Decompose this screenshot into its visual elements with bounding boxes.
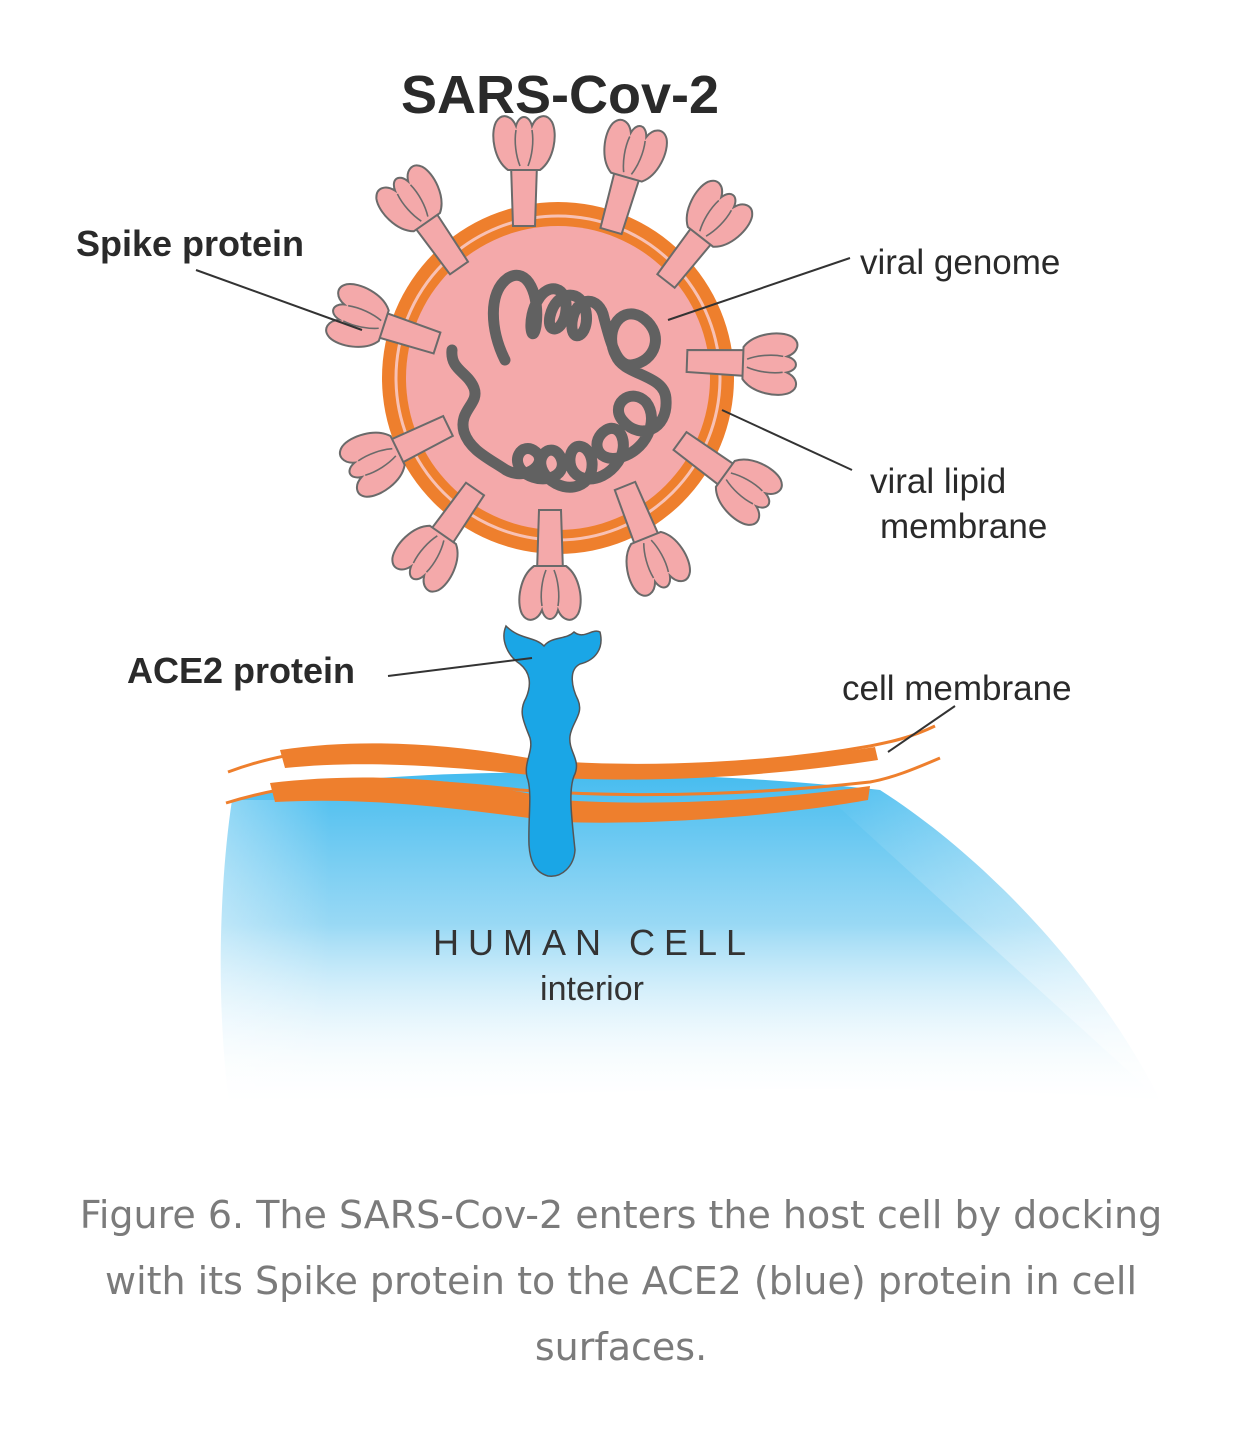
sars-cov-2-diagram: SARS-Cov-2 xyxy=(76,65,1160,1150)
figure-caption: Figure 6. The SARS-Cov-2 enters the host… xyxy=(79,1193,1163,1369)
ace2-protein-leader xyxy=(387,657,533,677)
ace2-protein-label: ACE2 protein xyxy=(127,650,355,691)
viral-genome xyxy=(446,270,672,493)
interior-label: interior xyxy=(540,970,644,1008)
diagram-title: SARS-Cov-2 xyxy=(401,65,719,125)
spike-protein-label: Spike protein xyxy=(76,223,304,264)
ace2-receptor xyxy=(503,624,602,877)
cell-membrane xyxy=(225,724,941,823)
viral-lipid-membrane-label-line1: viral lipid xyxy=(870,462,1006,501)
viral-genome-label: viral genome xyxy=(860,243,1060,282)
sars-cov-2-virion xyxy=(322,115,799,621)
cell-membrane-label: cell membrane xyxy=(842,669,1072,708)
viral-lipid-membrane-label-line2: membrane xyxy=(880,507,1047,546)
viral-lipid-membrane-leader xyxy=(721,409,853,471)
human-cell-interior xyxy=(150,760,1160,1150)
spike-protein-leader xyxy=(195,269,363,331)
viral-genome-leader xyxy=(667,257,851,321)
cell-membrane-leader xyxy=(887,705,956,753)
human-cell-label: HUMAN CELL xyxy=(433,922,755,963)
